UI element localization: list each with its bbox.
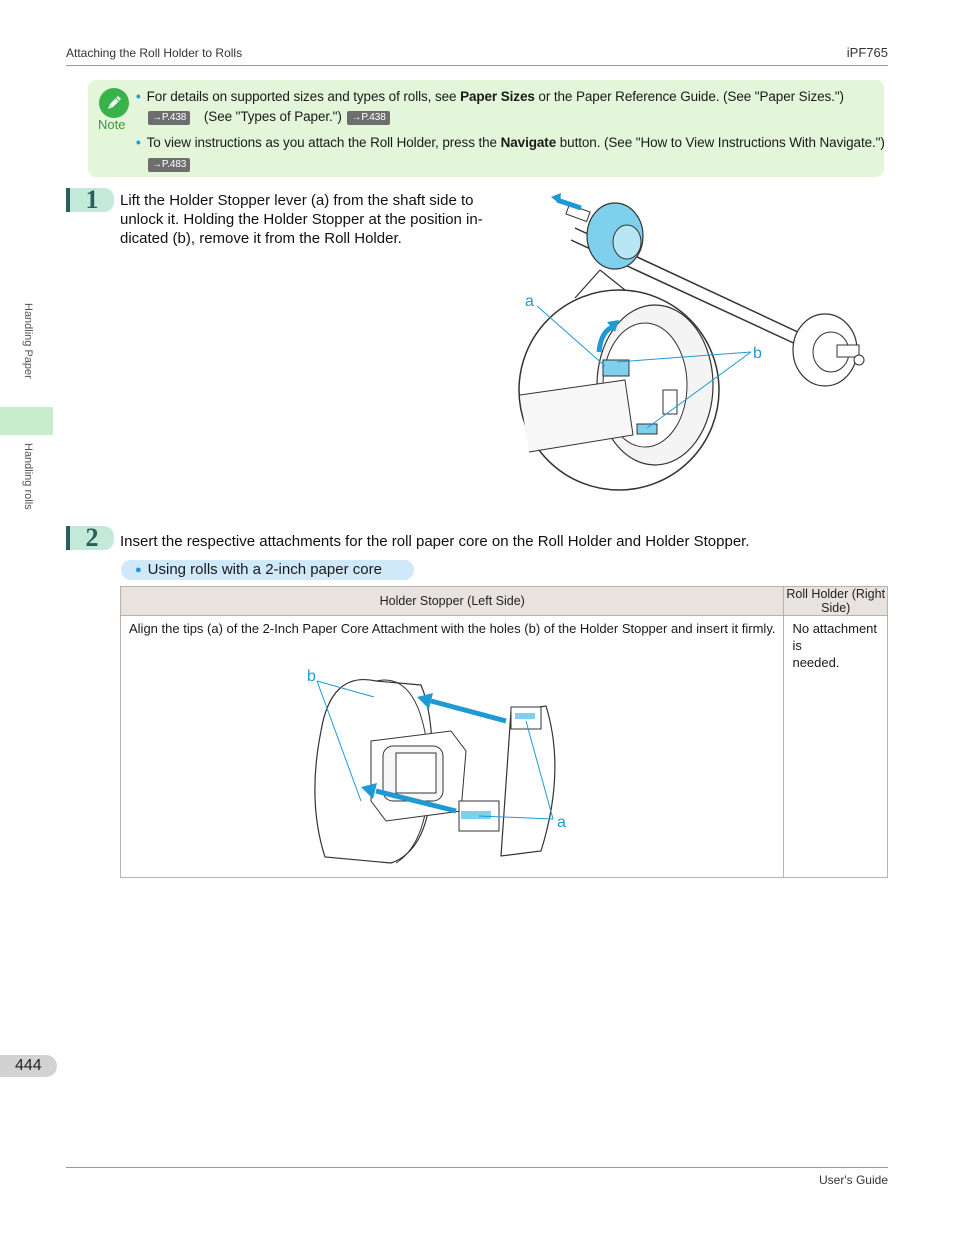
note-item-navigate: •To view instructions as you attach the … xyxy=(136,135,885,150)
label-a: a xyxy=(525,293,534,310)
sidebar-tab-marker xyxy=(0,407,53,435)
running-header-section: Attaching the Roll Holder to Rolls xyxy=(66,46,243,60)
table-cell-right: No attachment is needed. xyxy=(783,615,888,878)
step-2-number: 2 xyxy=(66,525,114,551)
page-number-tab xyxy=(0,1055,57,1077)
table-header-right: Roll Holder (Right Side) xyxy=(783,586,888,616)
page-number: 444 xyxy=(15,1057,42,1074)
note-item-paper-types: →P.438 (See "Types of Paper.") →P.438 xyxy=(148,109,390,125)
header-rule xyxy=(66,65,888,66)
note-box xyxy=(88,80,884,177)
note-item-navigate-ref: →P.483 xyxy=(148,156,191,172)
step-1-text: Lift the Holder Stopper lever (a) from t… xyxy=(120,192,483,247)
table-cell-left: Align the tips (a) of the 2-Inch Paper C… xyxy=(119,615,785,878)
sidebar-chapter: Handling Paper xyxy=(22,303,34,379)
table-cell-left-text: Align the tips (a) of the 2-Inch Paper C… xyxy=(129,621,776,636)
attachment-table: Holder Stopper (Left Side) Roll Holder (… xyxy=(119,586,888,878)
step-2-text: Insert the respective attachments for th… xyxy=(120,533,750,550)
table-cell-right-text: No attachment is needed. xyxy=(792,621,878,670)
footer-rule xyxy=(66,1167,888,1168)
note-item-paper-sizes: •For details on supported sizes and type… xyxy=(136,89,844,104)
subheading-pill: ●Using rolls with a 2-inch paper core xyxy=(121,560,414,580)
label-b: b xyxy=(753,345,762,362)
page-ref-link[interactable]: →P.483 xyxy=(148,158,191,172)
page-ref-link[interactable]: →P.438 xyxy=(148,111,191,125)
note-label: Note xyxy=(98,117,126,132)
page-ref-link[interactable]: →P.438 xyxy=(347,111,390,125)
label-a: a xyxy=(557,814,566,831)
running-header-product: iPF765 xyxy=(846,45,888,60)
footer-title: User's Guide xyxy=(819,1173,888,1187)
roll-holder-illustration: a b xyxy=(518,193,865,491)
sidebar-subsection: Handling rolls xyxy=(22,443,34,510)
paper-core-attachment-illustration: b a xyxy=(307,668,566,864)
label-b: b xyxy=(307,668,316,685)
note-pencil-icon xyxy=(99,88,129,118)
step-1-number: 1 xyxy=(66,187,114,213)
table-header-left: Holder Stopper (Left Side) xyxy=(119,586,785,616)
